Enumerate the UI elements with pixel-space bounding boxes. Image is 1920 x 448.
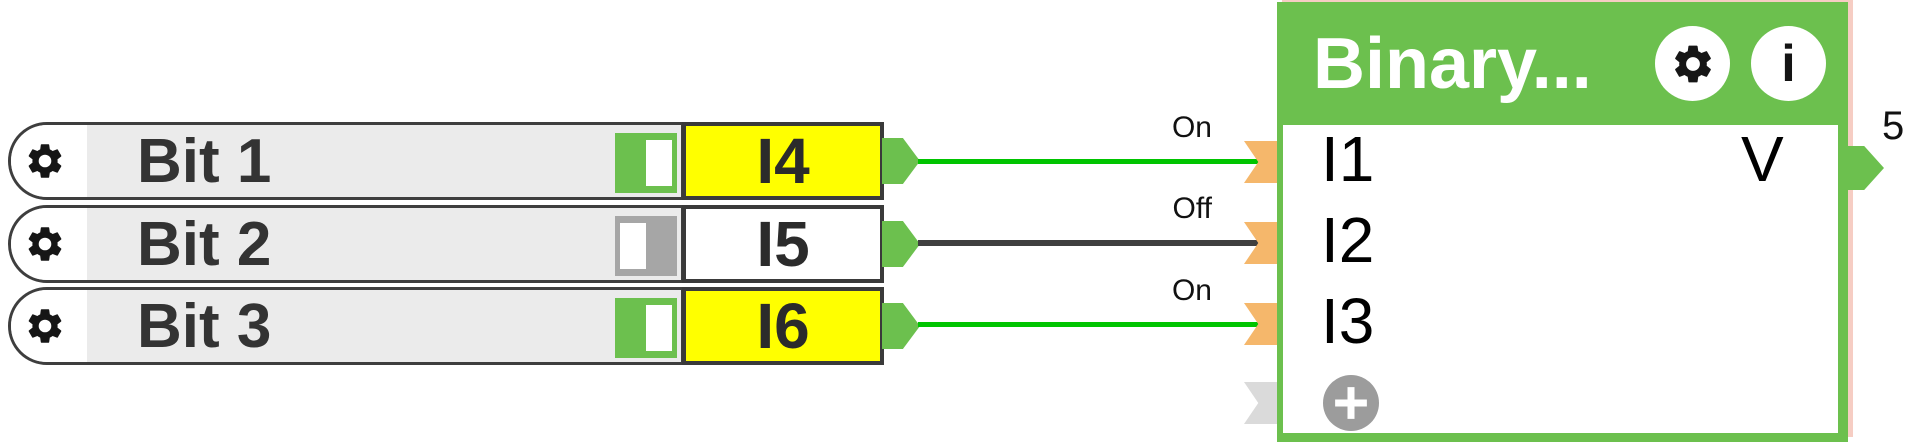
toggle-switch[interactable]: [615, 133, 677, 193]
block-output-pin[interactable]: [1840, 146, 1884, 190]
switch-label: Bit 1: [137, 126, 272, 196]
gear-well: [11, 125, 87, 197]
output-pin[interactable]: [882, 138, 920, 184]
plus-icon[interactable]: [1323, 375, 1379, 431]
switch-block-bit3: Bit 3 I6: [8, 287, 920, 365]
wire[interactable]: [918, 240, 1260, 246]
switch-capsule[interactable]: Bit 3: [8, 287, 684, 365]
output-pin[interactable]: [882, 303, 920, 349]
gear-icon[interactable]: [24, 305, 66, 347]
wire-state-label: Off: [1172, 192, 1212, 225]
block-input-label: I3: [1321, 285, 1375, 357]
block-output-label: V: [1741, 123, 1784, 195]
toggle-knob: [646, 305, 672, 351]
output-value: 5: [1882, 104, 1905, 148]
gear-icon[interactable]: [24, 223, 66, 265]
gear-well: [11, 208, 87, 280]
info-icon: i: [1781, 34, 1796, 93]
block-input-label: I1: [1321, 123, 1375, 195]
gear-icon: [1674, 45, 1711, 82]
port-box: I4: [682, 122, 884, 200]
switch-label: Bit 3: [137, 291, 272, 361]
switch-block-bit1: Bit 1 I4: [8, 122, 920, 200]
wire[interactable]: [918, 159, 1260, 164]
block-input-label: I2: [1321, 204, 1375, 276]
block-header[interactable]: Binary... i: [1277, 2, 1848, 125]
switch-label: Bit 2: [137, 209, 272, 279]
toggle-switch[interactable]: [615, 298, 677, 358]
switch-capsule[interactable]: Bit 2: [8, 205, 684, 283]
switch-capsule[interactable]: Bit 1: [8, 122, 684, 200]
wire[interactable]: [918, 322, 1260, 327]
toggle-switch[interactable]: [615, 216, 677, 276]
toggle-knob: [646, 140, 672, 186]
function-block-binary: Binary... i I1 I2 I3 V: [1277, 2, 1884, 442]
port-box: I6: [682, 287, 884, 365]
info-button[interactable]: i: [1751, 26, 1826, 101]
wire-state-label: On: [1171, 274, 1212, 307]
switch-block-bit2: Bit 2 I5: [8, 205, 920, 283]
toggle-knob: [620, 223, 646, 269]
settings-button[interactable]: [1655, 26, 1730, 101]
gear-icon[interactable]: [24, 140, 66, 182]
wire-state-label: On: [1171, 111, 1212, 144]
block-title: Binary...: [1313, 23, 1592, 104]
gear-well: [11, 290, 87, 362]
output-pin[interactable]: [882, 221, 920, 267]
port-box: I5: [682, 205, 884, 283]
